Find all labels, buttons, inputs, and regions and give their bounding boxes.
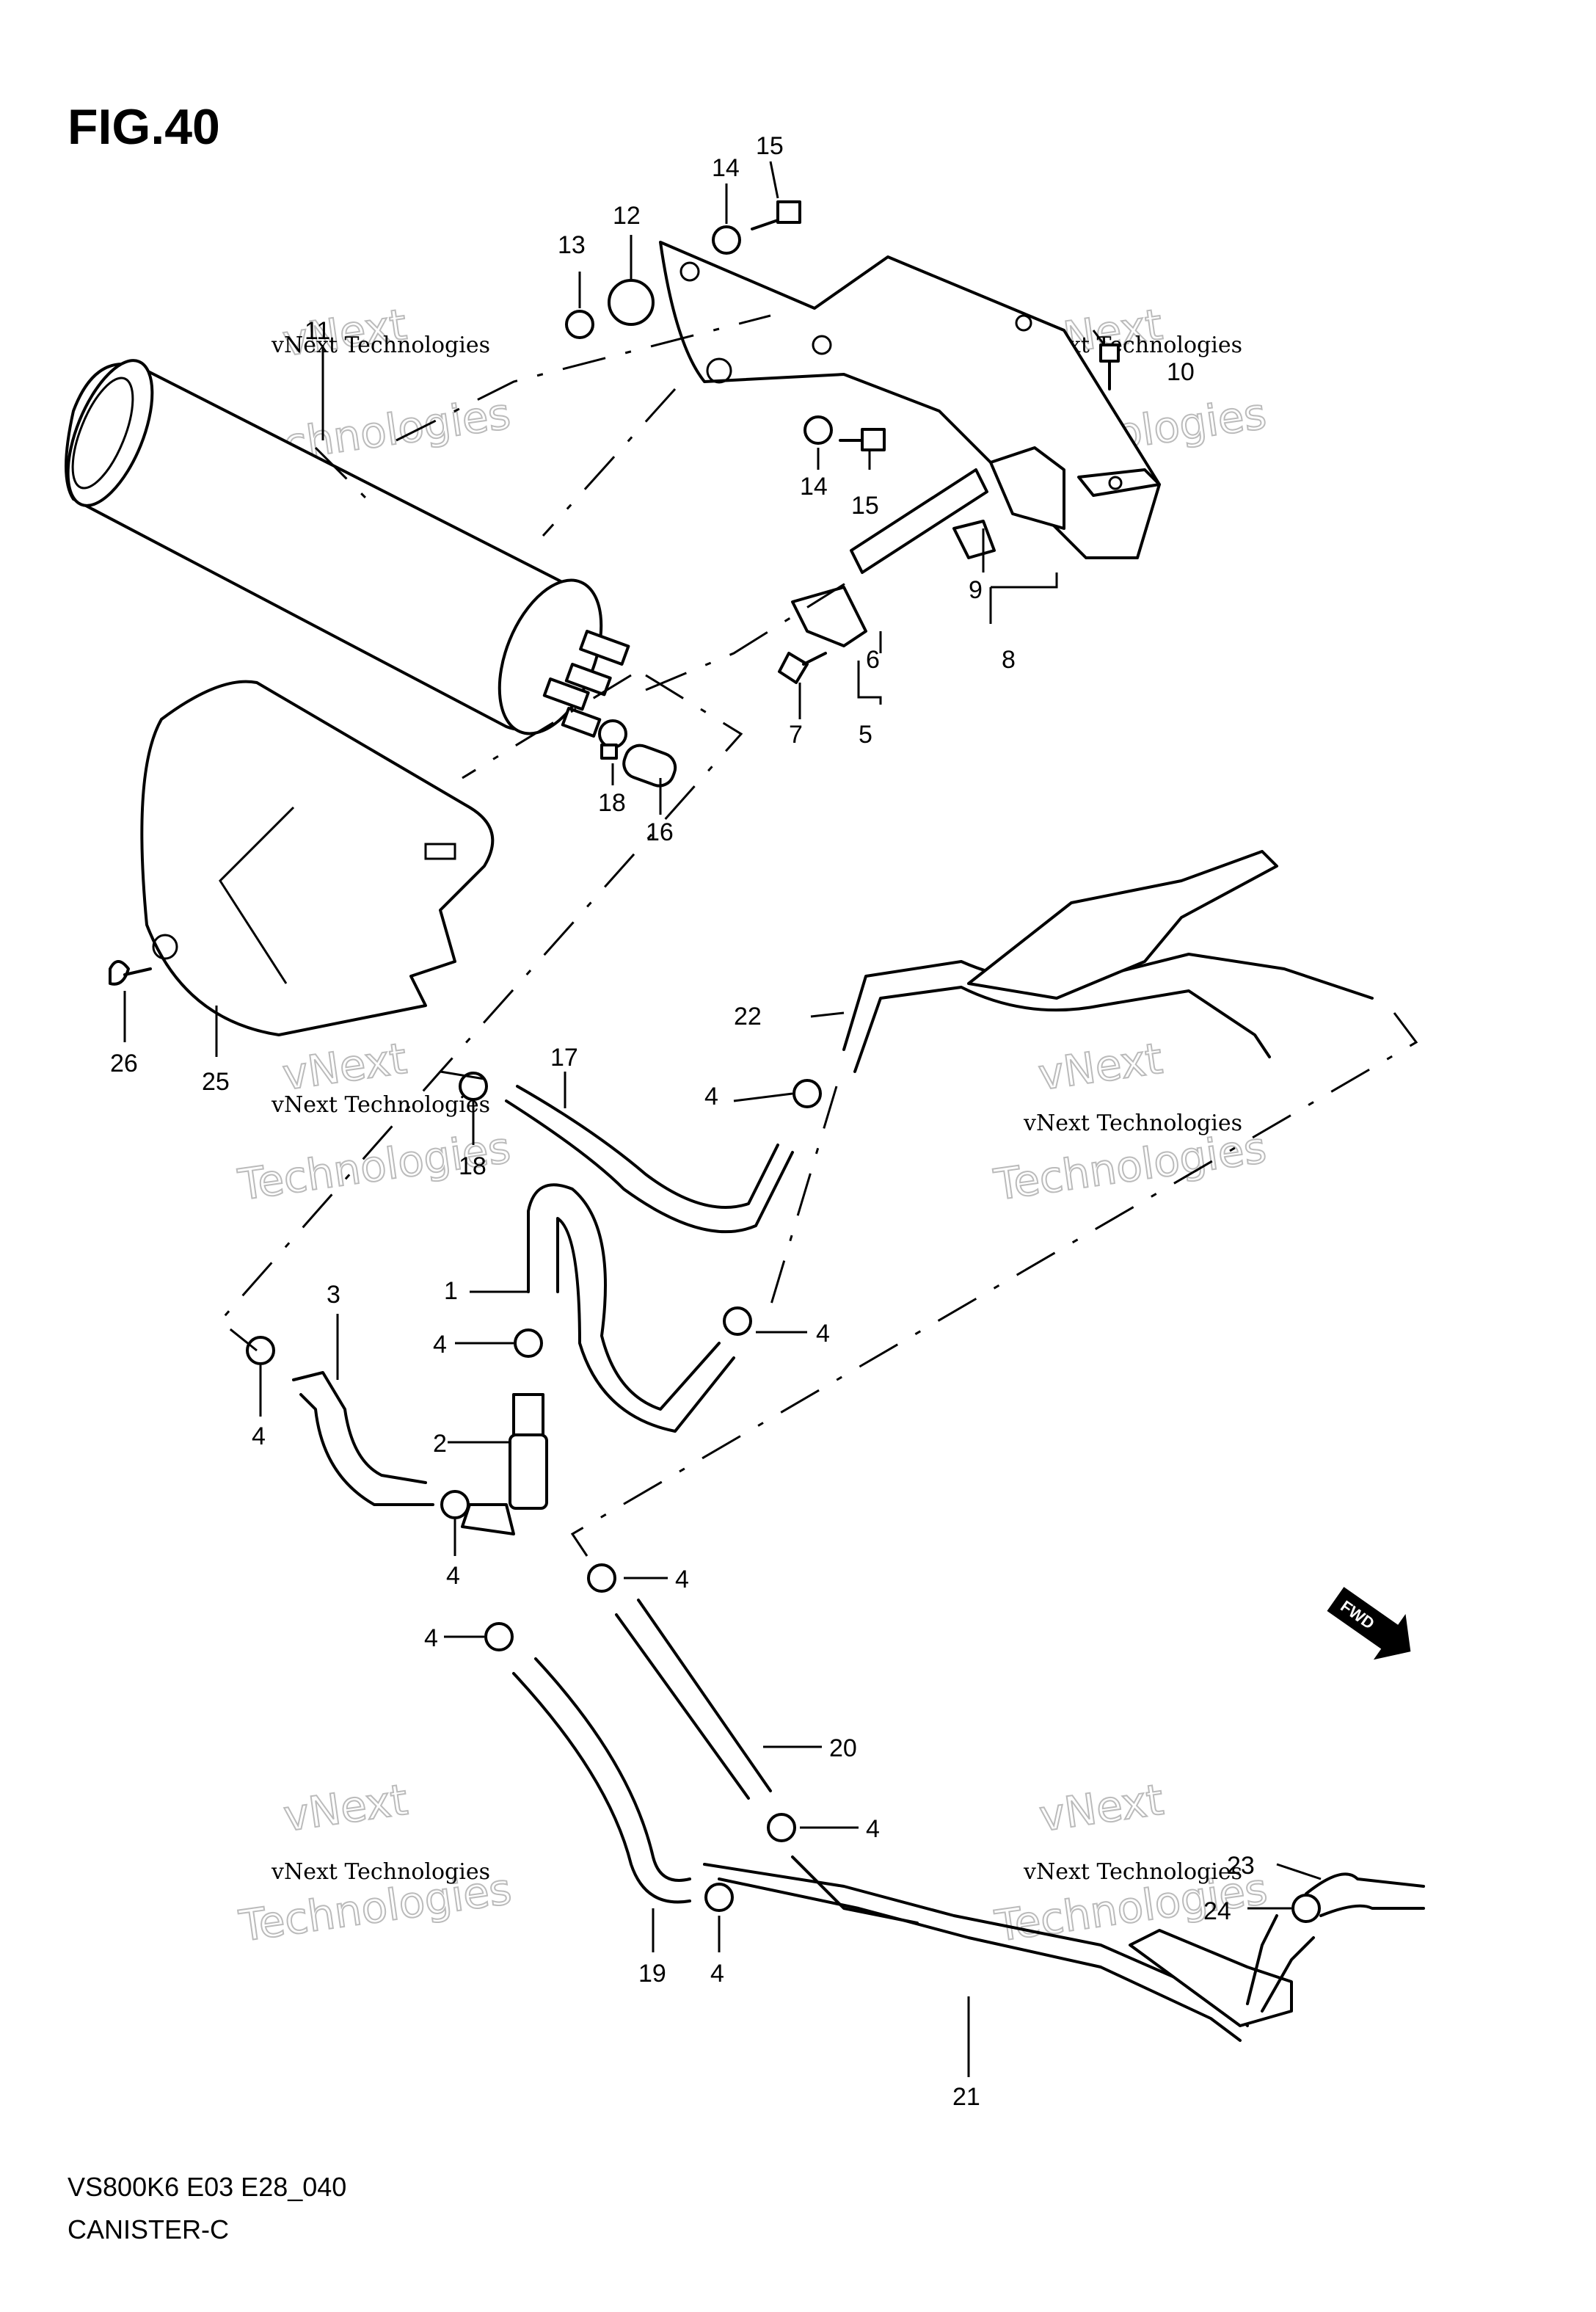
callout-13: 13 xyxy=(558,231,586,259)
hose xyxy=(299,1393,434,1506)
callout-18: 18 xyxy=(459,1152,487,1180)
canister xyxy=(65,359,630,738)
washer xyxy=(712,225,741,255)
hose xyxy=(527,1183,721,1411)
bushing xyxy=(608,279,655,326)
watermark-text: vNext Technologies xyxy=(1023,1859,1242,1885)
hose-clamp xyxy=(459,1072,488,1101)
forward-direction-badge: FWD xyxy=(1327,1587,1411,1660)
hose-clamp xyxy=(598,719,627,760)
callout-19: 19 xyxy=(638,1960,666,1988)
callout-20: 20 xyxy=(829,1734,857,1762)
bolt xyxy=(778,652,827,684)
callout-24: 24 xyxy=(1203,1897,1231,1925)
hose xyxy=(1319,1904,1425,1917)
hose xyxy=(512,1672,691,1904)
callout-4: 4 xyxy=(424,1624,438,1652)
callout-labels: 11 13 12 14 15 10 14 15 9 8 6 5 7 18 16 … xyxy=(110,132,1255,2111)
callout-9: 9 xyxy=(969,576,983,604)
washer xyxy=(804,415,833,445)
hose xyxy=(534,1657,691,1882)
callout-14: 14 xyxy=(800,473,828,501)
pipe-assembly xyxy=(850,446,1065,574)
callout-14: 14 xyxy=(712,154,740,182)
callout-4: 4 xyxy=(816,1320,830,1348)
callout-4: 4 xyxy=(252,1422,266,1450)
callout-4: 4 xyxy=(710,1960,724,1988)
hose-clamp xyxy=(723,1306,752,1336)
figure-title: FIG.40 xyxy=(68,99,220,155)
callout-16: 16 xyxy=(646,818,674,846)
callout-4: 4 xyxy=(704,1083,718,1110)
hose-clamp xyxy=(704,1883,734,1912)
watermark-text: vNext Technologies xyxy=(271,332,490,358)
bolt xyxy=(1099,343,1120,390)
callout-11: 11 xyxy=(305,317,330,345)
footer-part-name: CANISTER-C xyxy=(68,2214,229,2244)
callout-10: 10 xyxy=(1167,358,1195,386)
watermark-text: vNext Technologies xyxy=(271,1092,490,1118)
watermark-large-vnext: vNext xyxy=(280,1033,409,1100)
hose-clamp xyxy=(440,1490,470,1519)
pipe xyxy=(703,1855,1315,2042)
hose-clamp xyxy=(587,1563,616,1593)
callout-17: 17 xyxy=(550,1044,578,1072)
callout-5: 5 xyxy=(859,721,872,749)
hose xyxy=(292,1371,427,1484)
footer-model-code: VS800K6 E03 E28_040 xyxy=(68,2172,346,2202)
watermark-large-vnext: vNext xyxy=(1036,1775,1166,1842)
watermark-large-vnext: vNext xyxy=(280,1775,410,1842)
callout-7: 7 xyxy=(789,721,803,749)
canister-cover xyxy=(140,680,495,1036)
hose xyxy=(615,1613,750,1800)
hose-clamp xyxy=(1291,1894,1321,1923)
bolt xyxy=(839,428,886,451)
callout-6: 6 xyxy=(866,646,880,674)
callout-15: 15 xyxy=(851,492,879,520)
valve xyxy=(461,1393,548,1535)
callout-4: 4 xyxy=(675,1566,689,1593)
hose-clamp xyxy=(246,1336,275,1365)
leader-lines xyxy=(123,161,1322,2077)
bolt xyxy=(751,200,801,230)
watermark-text: vNext Technologies xyxy=(271,1859,490,1885)
watermark-large-vnext: vNext xyxy=(1035,1033,1165,1100)
hose xyxy=(516,1085,779,1209)
pipe-clamp xyxy=(791,586,867,647)
hose xyxy=(637,1599,772,1792)
watermark-text: vNext Technologies xyxy=(1023,1110,1242,1136)
callout-4: 4 xyxy=(866,1815,880,1843)
callout-1: 1 xyxy=(444,1277,458,1305)
callout-26: 26 xyxy=(110,1050,138,1077)
connection-lines xyxy=(218,314,1418,1557)
hose-clamp xyxy=(484,1622,514,1651)
callout-3: 3 xyxy=(327,1281,340,1309)
bolt xyxy=(109,960,152,986)
pipe xyxy=(842,850,1374,1073)
callout-4: 4 xyxy=(433,1331,447,1359)
callout-22: 22 xyxy=(734,1003,762,1030)
canister-bracket xyxy=(659,241,1161,559)
callout-12: 12 xyxy=(613,202,641,230)
callout-8: 8 xyxy=(1002,646,1016,674)
callout-4: 4 xyxy=(446,1562,460,1590)
callout-2: 2 xyxy=(433,1430,447,1458)
callout-23: 23 xyxy=(1227,1852,1255,1880)
callout-15: 15 xyxy=(756,132,784,160)
hose-clamp xyxy=(767,1813,796,1842)
callout-21: 21 xyxy=(952,2083,980,2111)
hose-clamp xyxy=(514,1328,543,1358)
callout-18: 18 xyxy=(598,789,626,817)
callout-25: 25 xyxy=(202,1068,230,1096)
hose xyxy=(505,1099,794,1234)
hose xyxy=(1305,1872,1425,1895)
hose-clamp xyxy=(792,1079,822,1108)
cap xyxy=(622,744,677,788)
washer xyxy=(565,310,594,339)
hose xyxy=(556,1217,735,1433)
